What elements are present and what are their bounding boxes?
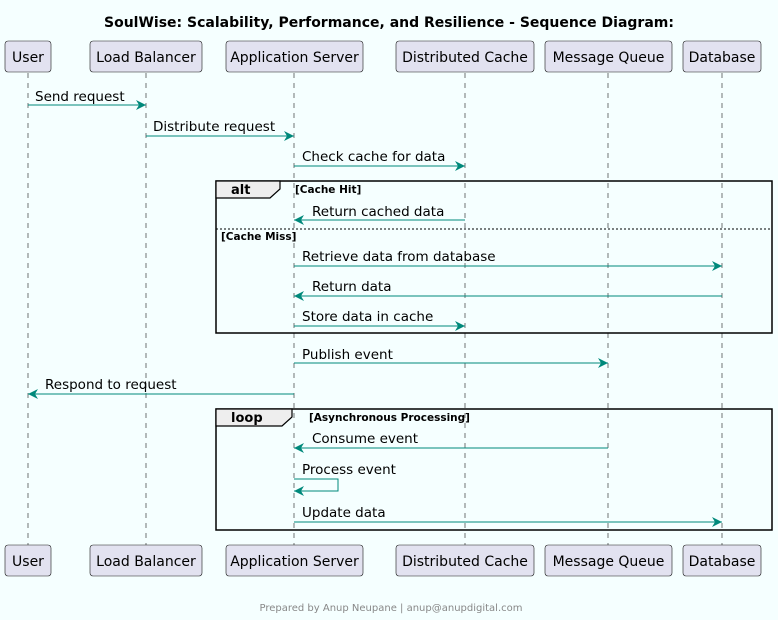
participant-labels-bottom: User Load Balancer Application Server Di… — [12, 554, 755, 570]
msg-distribute-request: Distribute request — [153, 119, 275, 135]
arrow-process-event — [294, 478, 339, 496]
participant-load-balancer: Load Balancer — [96, 50, 196, 66]
loop-guard: [Asynchronous Processing] — [309, 412, 470, 424]
participant-cache-box-bottom — [395, 544, 535, 577]
participant-user-box — [4, 40, 52, 73]
participant-user-bottom: User — [12, 554, 44, 570]
loop-keyword: loop — [231, 411, 263, 426]
participant-database: Database — [689, 50, 756, 66]
msg-respond: Respond to request — [45, 377, 177, 393]
loop-fragment: loop [Asynchronous Processing] — [215, 408, 773, 531]
alt-fragment-tab — [215, 180, 281, 199]
participant-load-balancer-box-bottom — [89, 544, 203, 577]
msg-send-request: Send request — [35, 89, 125, 105]
participant-app-server-box-bottom — [225, 544, 364, 577]
participant-load-balancer-bottom: Load Balancer — [96, 554, 196, 570]
msg-consume-event: Consume event — [312, 431, 418, 447]
participant-user-box-bottom — [4, 544, 52, 577]
alt-guard-hit: [Cache Hit] — [295, 184, 361, 196]
loop-fragment-frame — [215, 408, 773, 531]
lifelines — [27, 73, 723, 545]
participant-queue-box — [544, 40, 673, 73]
participant-app-server: Application Server — [230, 50, 359, 66]
msg-store-cache: Store data in cache — [302, 309, 433, 325]
msg-check-cache: Check cache for data — [302, 149, 445, 165]
participants-bottom — [4, 544, 762, 577]
participant-database-box-bottom — [682, 544, 762, 577]
participant-app-server-box — [225, 40, 364, 73]
msg-publish-event: Publish event — [302, 347, 393, 363]
msg-retrieve-db: Retrieve data from database — [302, 249, 496, 265]
participant-cache-box — [395, 40, 535, 73]
msg-return-cached: Return cached data — [312, 204, 444, 220]
alt-keyword: alt — [231, 183, 250, 198]
participant-user: User — [12, 50, 44, 66]
msg-update-data: Update data — [302, 505, 386, 521]
participant-cache: Distributed Cache — [402, 50, 528, 66]
loop-fragment-tab — [215, 408, 293, 427]
participant-queue-box-bottom — [544, 544, 673, 577]
participant-labels-top: User Load Balancer Application Server Di… — [12, 50, 755, 66]
msg-process-event: Process event — [302, 462, 396, 478]
msg-return-data: Return data — [312, 279, 392, 295]
participant-queue: Message Queue — [553, 50, 665, 66]
message-arrows — [28, 100, 722, 527]
diagram-title: SoulWise: Scalability, Performance, and … — [104, 15, 674, 31]
participant-queue-bottom: Message Queue — [553, 554, 665, 570]
participant-cache-bottom: Distributed Cache — [402, 554, 528, 570]
participant-app-server-bottom: Application Server — [230, 554, 359, 570]
participant-load-balancer-box — [89, 40, 203, 73]
alt-guard-miss: [Cache Miss] — [221, 231, 296, 243]
footer-credit: Prepared by Anup Neupane | anup@anupdigi… — [259, 603, 522, 614]
message-labels: Send request Distribute request Check ca… — [35, 89, 496, 521]
participants-top — [4, 40, 762, 73]
alt-fragment: alt [Cache Hit] [Cache Miss] — [215, 180, 773, 334]
alt-fragment-frame — [215, 180, 773, 334]
participant-database-box — [682, 40, 762, 73]
participant-database-bottom: Database — [689, 554, 756, 570]
